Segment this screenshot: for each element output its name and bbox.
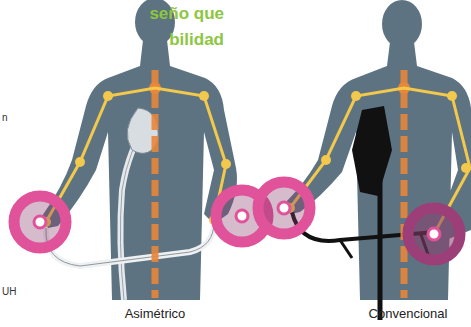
joint-dot — [41, 91, 471, 239]
skeleton-line — [46, 88, 470, 234]
brushcutter — [46, 108, 214, 300]
hand-ring — [14, 182, 460, 260]
fragment-label: n — [2, 112, 8, 124]
spine-line — [155, 70, 404, 298]
caption-label: Asimétrico — [125, 306, 186, 322]
person-silhouette — [42, 0, 237, 300]
heading-text: seño que bilidad — [108, 1, 224, 53]
fragment-label: UH — [2, 286, 16, 298]
caption-label: Convencional — [369, 306, 448, 322]
